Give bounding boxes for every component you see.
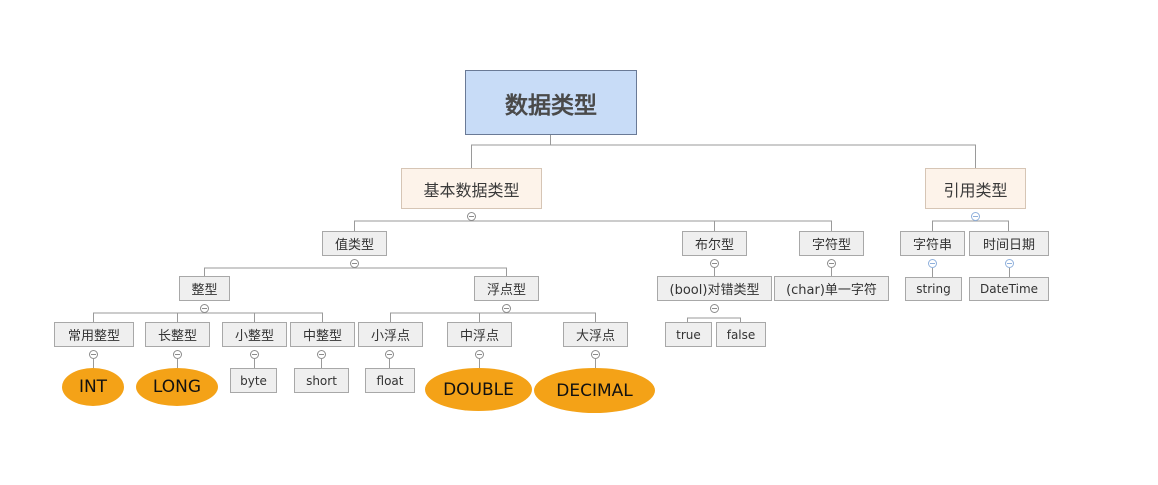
mid-float-node[interactable]: 中浮点 (447, 322, 512, 347)
small-int-node[interactable]: 小整型 (222, 322, 287, 347)
boolean-node[interactable]: 布尔型 (682, 231, 747, 256)
floating-node[interactable]: 浮点型 (474, 276, 539, 301)
string-value-node[interactable]: string (905, 277, 962, 301)
string-group-node[interactable]: 字符串 (900, 231, 965, 256)
common-int-node[interactable]: 常用整型 (54, 322, 134, 347)
double-keyword-node[interactable]: DOUBLE (425, 368, 532, 411)
collapse-icon[interactable] (173, 350, 182, 359)
datetime-value-node[interactable]: DateTime (969, 277, 1049, 301)
collapse-icon[interactable] (502, 304, 511, 313)
small-float-node[interactable]: 小浮点 (358, 322, 423, 347)
collapse-icon[interactable] (385, 350, 394, 359)
collapse-icon[interactable] (317, 350, 326, 359)
decimal-keyword-node[interactable]: DECIMAL (534, 368, 655, 413)
collapse-icon[interactable] (350, 259, 359, 268)
true-node[interactable]: true (665, 322, 712, 347)
collapse-icon[interactable] (827, 259, 836, 268)
value-type-node[interactable]: 值类型 (322, 231, 387, 256)
collapse-icon[interactable] (250, 350, 259, 359)
false-node[interactable]: false (716, 322, 766, 347)
collapse-icon[interactable] (200, 304, 209, 313)
long-int-node[interactable]: 长整型 (145, 322, 210, 347)
bool-description-node[interactable]: (bool)对错类型 (657, 276, 772, 301)
char-type-node[interactable]: 字符型 (799, 231, 864, 256)
root-node[interactable]: 数据类型 (465, 70, 637, 135)
big-float-node[interactable]: 大浮点 (563, 322, 628, 347)
datetime-group-node[interactable]: 时间日期 (969, 231, 1049, 256)
short-keyword-node[interactable]: short (294, 368, 349, 393)
collapse-icon[interactable] (89, 350, 98, 359)
collapse-icon[interactable] (928, 259, 937, 268)
collapse-icon[interactable] (710, 259, 719, 268)
mid-int-node[interactable]: 中整型 (290, 322, 355, 347)
float-keyword-node[interactable]: float (365, 368, 415, 393)
long-keyword-node[interactable]: LONG (136, 368, 218, 406)
collapse-icon[interactable] (710, 304, 719, 313)
collapse-icon[interactable] (1005, 259, 1014, 268)
collapse-icon[interactable] (475, 350, 484, 359)
char-description-node[interactable]: (char)单一字符 (774, 276, 889, 301)
collapse-icon[interactable] (971, 212, 980, 221)
integer-node[interactable]: 整型 (179, 276, 230, 301)
reference-types-node[interactable]: 引用类型 (925, 168, 1026, 209)
collapse-icon[interactable] (591, 350, 600, 359)
int-keyword-node[interactable]: INT (62, 368, 124, 406)
byte-keyword-node[interactable]: byte (230, 368, 277, 393)
collapse-icon[interactable] (467, 212, 476, 221)
basic-types-node[interactable]: 基本数据类型 (401, 168, 542, 209)
